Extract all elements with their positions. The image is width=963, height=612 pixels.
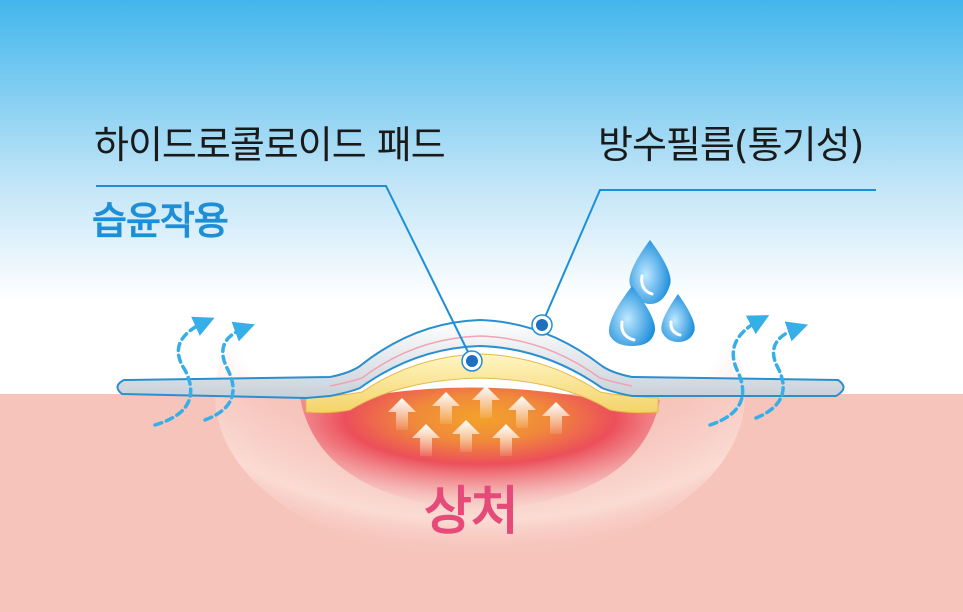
film-marker [531, 314, 553, 336]
waterproof-film [116, 318, 845, 400]
water-drop-icon [661, 294, 695, 342]
pad-leader-line [96, 185, 473, 361]
film-inner-line [329, 335, 633, 387]
arrow-up-icon [388, 398, 416, 430]
water-drop-icon [629, 240, 671, 304]
pad-marker [461, 350, 483, 372]
curved-dashed-arrow-icon [754, 321, 808, 420]
drop-highlight [669, 320, 682, 337]
arrow-up-icon [412, 424, 440, 456]
wound-area [300, 387, 660, 510]
water-drop-icon [608, 286, 656, 346]
arrow-up-icon [472, 386, 500, 418]
arrow-up-icon-group [388, 386, 570, 456]
curved-dashed-arrow-icon [203, 321, 255, 422]
curved-dashed-arrow-icon [153, 316, 215, 427]
arrow-up-icon [432, 392, 460, 424]
arrow-up-icon [492, 424, 520, 456]
vent-arrows-left [153, 316, 255, 427]
moist-action-label: 습윤작용 [92, 199, 229, 243]
arrow-up-icon [452, 420, 480, 452]
drop-highlight [640, 274, 654, 296]
waterproof-film-label: 방수필름(통기성) [598, 123, 864, 167]
vent-arrows-right [708, 315, 808, 427]
curved-dashed-arrow-icon [708, 315, 770, 427]
hydrocolloid-pad [305, 353, 659, 414]
film-leader-line [541, 189, 876, 325]
hydrocolloid-pad-label: 하이드로콜로이드 패드 [94, 123, 446, 167]
leader-lines [96, 185, 876, 361]
wound-label: 상처 [424, 482, 519, 542]
drop-highlight [620, 320, 636, 342]
arrow-up-icon [508, 396, 536, 428]
water-drops [608, 240, 695, 346]
arrow-up-icon [542, 402, 570, 434]
